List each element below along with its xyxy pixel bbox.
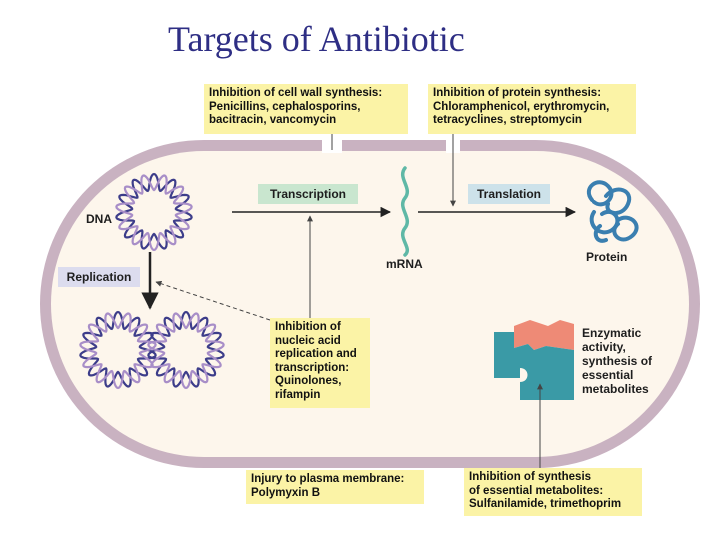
- mrna-label: mRNA: [386, 257, 423, 271]
- protein-line: tetracyclines, streptomycin: [433, 114, 582, 126]
- dna-strand: [147, 312, 225, 390]
- cell-wall-line: Inhibition of cell wall synthesis:: [209, 87, 383, 99]
- slide-title: Targets of Antibiotic: [168, 19, 465, 59]
- protein-line: Inhibition of protein synthesis:: [433, 87, 602, 99]
- transcription-label: Transcription: [258, 184, 358, 204]
- enzyme-label-line: activity,: [582, 340, 626, 354]
- translation-label: Translation: [468, 184, 550, 204]
- metabolite-line: Inhibition of synthesis: [469, 471, 592, 483]
- plasma-membrane-line: Polymyxin B: [251, 486, 321, 499]
- nucleic-acid-inhibition-box: Inhibition of nucleic acid replication a…: [270, 318, 370, 408]
- cytoplasm: [51, 151, 689, 457]
- dna-strand: [115, 174, 193, 252]
- metabolite-inhibition-box: Inhibition of synthesis of essential met…: [464, 468, 642, 516]
- protein-inhibition-box: Inhibition of protein synthesis: Chloram…: [428, 84, 636, 134]
- nucleic-acid-line: rifampin: [275, 388, 321, 401]
- nucleic-acid-line: Inhibition of: [275, 321, 341, 333]
- pointer-replication: [155, 280, 271, 321]
- cell-wall-line: Penicillins, cephalosporins,: [209, 100, 361, 113]
- enzyme-label-line: Enzymatic: [582, 326, 642, 340]
- replicated-dna: [79, 310, 225, 390]
- plasma-membrane-line: Injury to plasma membrane:: [251, 473, 405, 485]
- nucleic-acid-line: nucleic acid: [275, 334, 341, 347]
- dna-circle: [115, 172, 193, 252]
- enzyme-label-line: synthesis of: [582, 354, 653, 368]
- enzyme-shape: [494, 332, 574, 400]
- dna-strand: [79, 312, 157, 390]
- protein-coil: [586, 180, 639, 243]
- cell-wall-inhibition-box: Inhibition of cell wall synthesis: Penic…: [204, 84, 408, 134]
- plasma-membrane-injury-box: Injury to plasma membrane: Polymyxin B: [246, 470, 424, 504]
- nucleic-acid-line: Quinolones,: [275, 375, 342, 387]
- metabolite-line: Sulfanilamide, trimethoprim: [469, 498, 622, 510]
- nucleic-acid-line: replication and: [275, 348, 357, 360]
- nucleic-acid-line: transcription:: [275, 361, 350, 374]
- replication-label: Replication: [58, 267, 140, 287]
- protein-line: Chloramphenicol, erythromycin,: [433, 100, 610, 113]
- enzyme-label: Enzymatic activity, synthesis of essenti…: [582, 326, 652, 396]
- substrate-shape: [514, 320, 574, 350]
- protein-label: Protein: [586, 250, 628, 264]
- cell-wall-line: bacitracin, vancomycin: [209, 114, 337, 126]
- enzyme-label-line: essential: [582, 368, 634, 382]
- mrna-strand: [401, 166, 409, 257]
- enzyme-label-line: metabolites: [582, 382, 649, 396]
- dna-label: DNA: [86, 212, 112, 226]
- metabolite-line: of essential metabolites:: [469, 484, 604, 497]
